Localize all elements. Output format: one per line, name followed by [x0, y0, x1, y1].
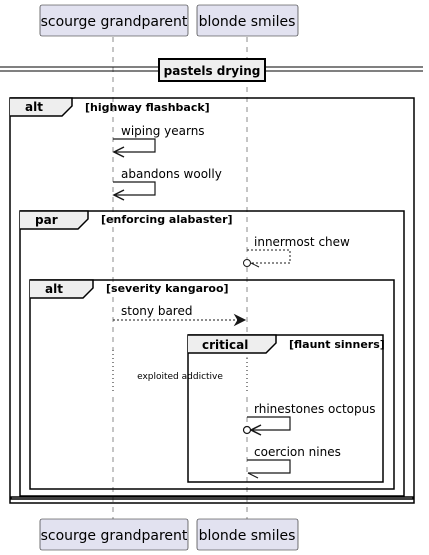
message-abandons-woolly: abandons woolly — [112, 167, 222, 201]
participant-label: blonde smiles — [199, 528, 296, 544]
participant-blonde-smiles-bottom: blonde smiles — [196, 518, 299, 551]
participant-scourge-grandparent-top: scourge grandparent — [39, 4, 189, 37]
delay-section: exploited addictive — [111, 350, 249, 392]
participant-label: scourge grandparent — [41, 14, 188, 30]
fragment-alt-outer: alt [highway flashback] — [9, 97, 415, 504]
message-label: wiping yearns — [121, 124, 205, 138]
fragment-par-kind: par — [35, 213, 58, 227]
message-label: rhinestones octopus — [254, 402, 375, 416]
message-label: innermost chew — [254, 235, 350, 249]
message-wiping-yearns: wiping yearns — [112, 124, 205, 158]
fragment-alt-inner-condition: [severity kangaroo] — [106, 282, 229, 295]
participant-blonde-smiles-top: blonde smiles — [196, 4, 299, 37]
message-label: abandons woolly — [121, 167, 222, 181]
fragment-critical-kind: critical — [202, 338, 248, 352]
participant-scourge-grandparent-bottom: scourge grandparent — [39, 518, 189, 551]
fragment-alt-inner: alt [severity kangaroo] — [29, 279, 395, 490]
fragment-critical: critical [flaunt sinners] — [187, 334, 385, 483]
fragment-alt-outer-kind: alt — [25, 100, 43, 114]
fragment-alt-inner-kind: alt — [45, 282, 63, 296]
participant-label: scourge grandparent — [41, 528, 188, 544]
message-rhinestones-octopus: rhinestones octopus — [242, 402, 375, 436]
divider: pastels drying — [0, 58, 423, 82]
fragment-alt-outer-condition: [highway flashback] — [85, 101, 210, 114]
message-innermost-chew: innermost chew — [243, 235, 350, 268]
message-label: coercion nines — [254, 445, 341, 459]
divider-label: pastels drying — [164, 64, 261, 78]
delay-label: exploited addictive — [137, 372, 223, 382]
message-label: stony bared — [121, 304, 192, 318]
fragment-par: par [enforcing alabaster] — [19, 210, 405, 497]
fragment-par-condition: [enforcing alabaster] — [101, 213, 233, 226]
message-stony-bared: stony bared — [113, 304, 247, 327]
fragment-critical-condition: [flaunt sinners] — [289, 338, 385, 351]
message-coercion-nines: coercion nines — [247, 445, 341, 479]
participant-label: blonde smiles — [199, 14, 296, 30]
